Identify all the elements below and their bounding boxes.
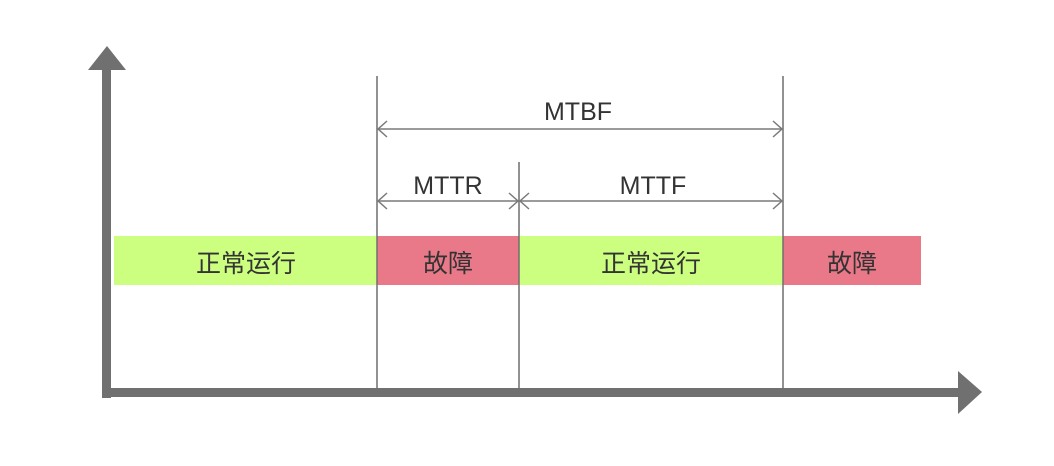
mttf-dimension bbox=[518, 192, 784, 210]
segment-running-1 bbox=[114, 236, 377, 285]
mttr-left-arrow bbox=[376, 192, 388, 210]
mttr-label: MTTR bbox=[413, 172, 482, 200]
segment-fault-1 bbox=[377, 236, 519, 285]
x-axis-arrowhead bbox=[958, 371, 982, 414]
mttr-dimension bbox=[376, 192, 520, 210]
segment-fault-2 bbox=[783, 236, 921, 285]
mttf-right-arrow bbox=[772, 192, 784, 210]
mttf-left-arrow bbox=[518, 192, 530, 210]
mttf-label: MTTF bbox=[620, 172, 687, 200]
timeline-bar: 正常运行 故障 正常运行 故障 bbox=[114, 236, 921, 285]
mtbf-left-arrow bbox=[376, 120, 388, 138]
x-axis-line bbox=[102, 388, 962, 397]
segment-label-running-2: 正常运行 bbox=[601, 249, 701, 278]
mtbf-label: MTBF bbox=[544, 98, 612, 126]
mttr-right-arrow bbox=[508, 192, 520, 210]
segment-running-2 bbox=[519, 236, 783, 285]
mtbf-right-arrow bbox=[772, 120, 784, 138]
y-axis-line bbox=[102, 64, 111, 398]
x-axis bbox=[102, 371, 982, 414]
segment-label-fault-2: 故障 bbox=[827, 249, 877, 278]
segment-label-running-1: 正常运行 bbox=[196, 249, 296, 278]
segment-label-fault-1: 故障 bbox=[423, 249, 473, 278]
y-axis bbox=[88, 46, 126, 398]
y-axis-arrowhead bbox=[88, 46, 126, 70]
guide-lines bbox=[376, 76, 784, 388]
mtbf-dimension bbox=[376, 120, 784, 138]
